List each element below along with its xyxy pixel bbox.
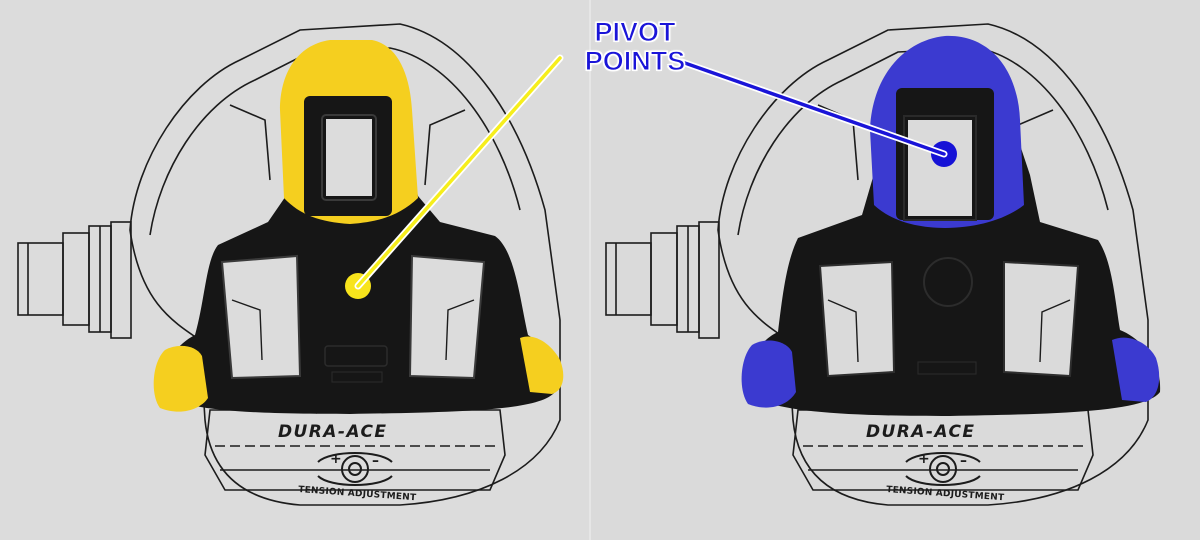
right-cleat-side-tab-left [741, 340, 796, 408]
yellow-pointer-line [356, 56, 562, 288]
left-pedal-outline [17, 23, 561, 506]
right-cleat-side-tab-right [1112, 337, 1160, 402]
panel-divider [589, 0, 591, 540]
right-brand-label: DURA-ACE [866, 422, 974, 442]
right-cleat [741, 35, 1161, 416]
right-tension-dial [905, 452, 981, 486]
left-brand-label: DURA-ACE [278, 422, 386, 442]
left-tension-label: TENSION ADJUSTMENT [298, 485, 417, 503]
callout-line-1: PIVOT [594, 17, 676, 47]
left-cleat-side-tab-left [153, 345, 208, 412]
left-cleat-side-tab-right [520, 336, 564, 394]
left-tension-dial [317, 452, 393, 486]
right-minus-sign: – [960, 453, 967, 469]
right-tension-label: TENSION ADJUSTMENT [886, 485, 1005, 503]
pivot-points-callout: PIVOT POINTS [540, 17, 730, 76]
left-plus-sign: + [330, 451, 342, 467]
left-minus-sign: – [372, 453, 379, 469]
blue-pointer-line [680, 60, 946, 156]
left-cleat [153, 40, 564, 414]
right-plus-sign: + [918, 451, 930, 467]
callout-line-2: POINTS [584, 46, 686, 76]
